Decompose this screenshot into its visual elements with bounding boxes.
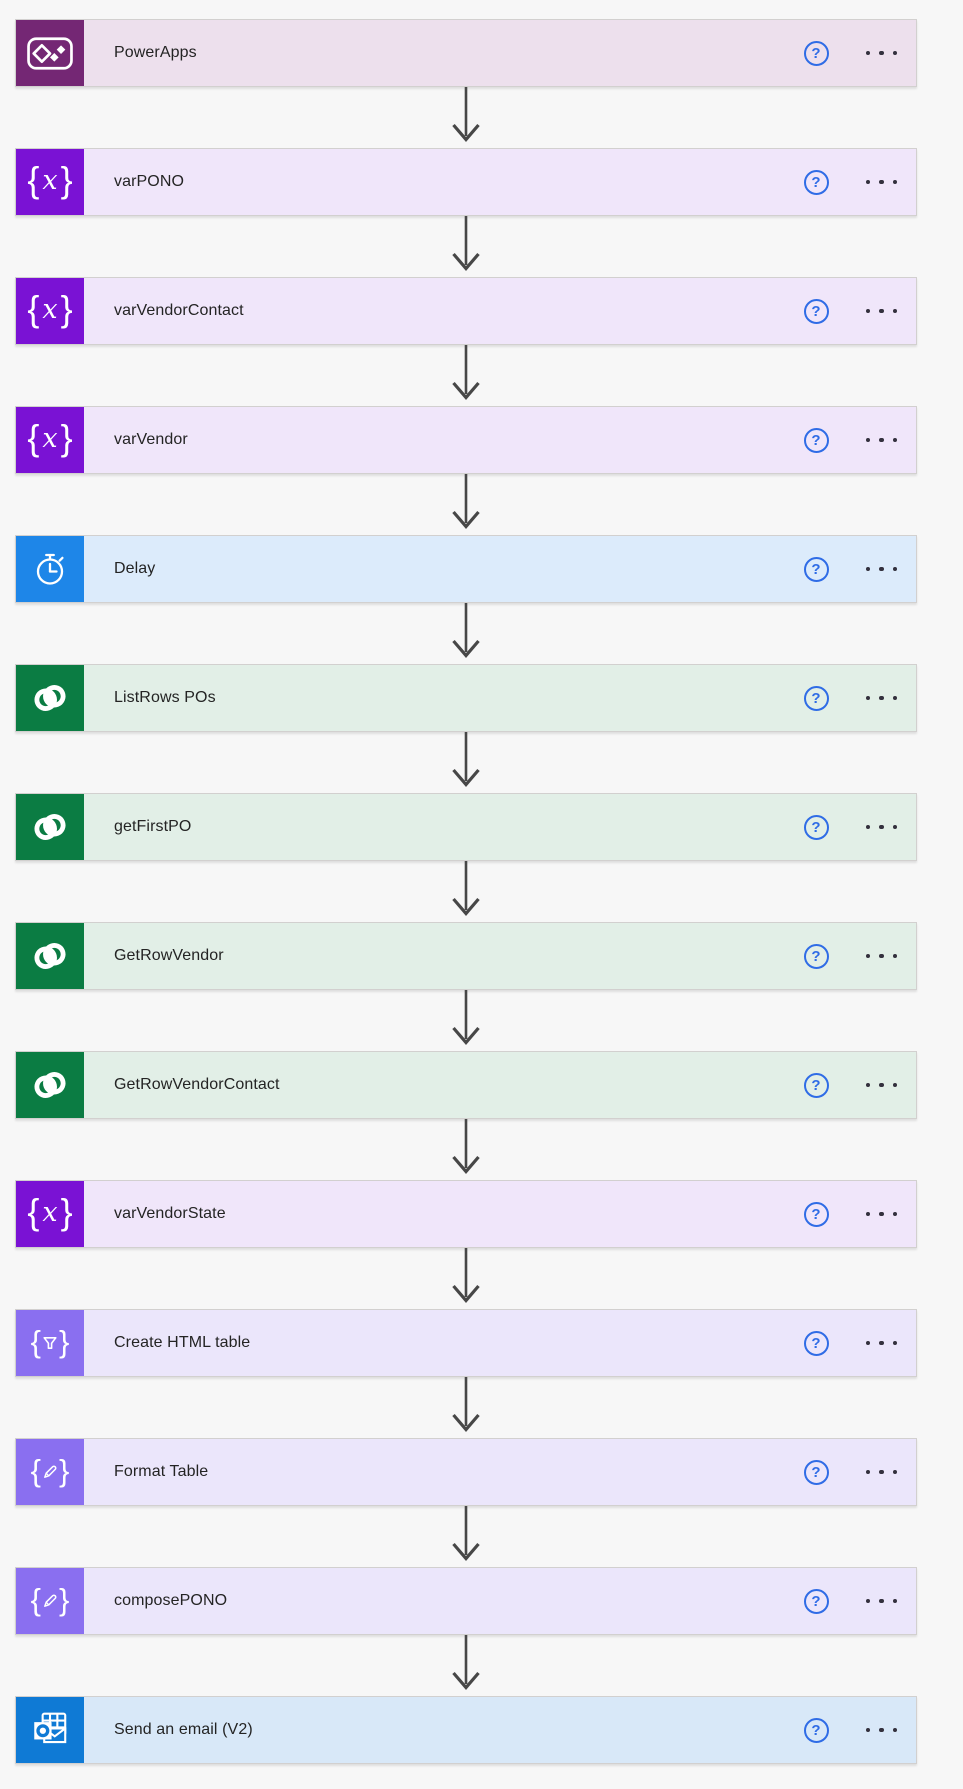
variable-icon: {x} bbox=[16, 149, 84, 215]
step-controls: ? bbox=[803, 923, 897, 989]
step-title: Send an email (V2) bbox=[114, 1721, 253, 1738]
flow-step-card[interactable]: {} Format Table ? bbox=[15, 1438, 917, 1506]
step-title: varVendorContact bbox=[114, 302, 244, 319]
menu-ellipsis-icon[interactable] bbox=[865, 299, 897, 324]
flow-step-card[interactable]: {} composePONO ? bbox=[15, 1567, 917, 1635]
connector-arrow-icon bbox=[15, 990, 917, 1051]
step-title: Delay bbox=[114, 560, 156, 577]
step-title: Create HTML table bbox=[114, 1334, 251, 1351]
variable-icon: {x} bbox=[16, 278, 84, 344]
flow-step-card[interactable]: {} Create HTML table ? bbox=[15, 1309, 917, 1377]
step-title: Format Table bbox=[114, 1463, 209, 1480]
menu-ellipsis-icon[interactable] bbox=[865, 815, 897, 840]
help-icon[interactable]: ? bbox=[803, 40, 829, 66]
menu-ellipsis-icon[interactable] bbox=[865, 1202, 897, 1227]
step-title: composePONO bbox=[114, 1592, 228, 1609]
help-icon[interactable]: ? bbox=[803, 1201, 829, 1227]
flow-step-card[interactable]: Send an email (V2) ? bbox=[15, 1696, 917, 1764]
help-icon[interactable]: ? bbox=[803, 943, 829, 969]
dataverse-icon bbox=[16, 1052, 84, 1118]
menu-ellipsis-icon[interactable] bbox=[865, 1589, 897, 1614]
step-controls: ? bbox=[803, 1181, 897, 1247]
step-title: varVendorState bbox=[114, 1205, 226, 1222]
dataverse-icon bbox=[16, 665, 84, 731]
menu-ellipsis-icon[interactable] bbox=[865, 557, 897, 582]
menu-ellipsis-icon[interactable] bbox=[865, 944, 897, 969]
flow-step-card[interactable]: ListRows POs ? bbox=[15, 664, 917, 732]
flow-step-card[interactable]: GetRowVendor ? bbox=[15, 922, 917, 990]
menu-ellipsis-icon[interactable] bbox=[865, 1718, 897, 1743]
menu-ellipsis-icon[interactable] bbox=[865, 428, 897, 453]
step-title: varVendor bbox=[114, 431, 188, 448]
step-controls: ? bbox=[803, 794, 897, 860]
connector-arrow-icon bbox=[15, 1248, 917, 1309]
help-icon[interactable]: ? bbox=[803, 427, 829, 453]
help-icon[interactable]: ? bbox=[803, 1330, 829, 1356]
step-controls: ? bbox=[803, 407, 897, 473]
dataverse-icon bbox=[16, 794, 84, 860]
help-icon[interactable]: ? bbox=[803, 298, 829, 324]
menu-ellipsis-icon[interactable] bbox=[865, 686, 897, 711]
help-icon[interactable]: ? bbox=[803, 1459, 829, 1485]
menu-ellipsis-icon[interactable] bbox=[865, 170, 897, 195]
step-title: GetRowVendor bbox=[114, 947, 224, 964]
flow-step-card[interactable]: Delay ? bbox=[15, 535, 917, 603]
step-controls: ? bbox=[803, 149, 897, 215]
flow-step-card[interactable]: {x} varVendor ? bbox=[15, 406, 917, 474]
help-icon[interactable]: ? bbox=[803, 1588, 829, 1614]
compose-icon: {} bbox=[16, 1568, 84, 1634]
connector-arrow-icon bbox=[15, 1506, 917, 1567]
flow-step-card[interactable]: {x} varPONO ? bbox=[15, 148, 917, 216]
connector-arrow-icon bbox=[15, 87, 917, 148]
html-table-icon: {} bbox=[16, 1310, 84, 1376]
help-icon[interactable]: ? bbox=[803, 556, 829, 582]
flow-step-card[interactable]: {x} varVendorState ? bbox=[15, 1180, 917, 1248]
variable-icon: {x} bbox=[16, 407, 84, 473]
menu-ellipsis-icon[interactable] bbox=[865, 1073, 897, 1098]
step-controls: ? bbox=[803, 278, 897, 344]
step-controls: ? bbox=[803, 20, 897, 86]
connector-arrow-icon bbox=[15, 603, 917, 664]
help-icon[interactable]: ? bbox=[803, 169, 829, 195]
flow-step-card[interactable]: PowerApps ? bbox=[15, 19, 917, 87]
menu-ellipsis-icon[interactable] bbox=[865, 41, 897, 66]
compose-icon: {} bbox=[16, 1439, 84, 1505]
connector-arrow-icon bbox=[15, 345, 917, 406]
powerapps-icon bbox=[16, 20, 84, 86]
step-controls: ? bbox=[803, 1439, 897, 1505]
help-icon[interactable]: ? bbox=[803, 1072, 829, 1098]
help-icon[interactable]: ? bbox=[803, 685, 829, 711]
help-icon[interactable]: ? bbox=[803, 1717, 829, 1743]
flow-step-card[interactable]: GetRowVendorContact ? bbox=[15, 1051, 917, 1119]
step-title: PowerApps bbox=[114, 44, 197, 61]
connector-arrow-icon bbox=[15, 732, 917, 793]
step-controls: ? bbox=[803, 536, 897, 602]
connector-arrow-icon bbox=[15, 861, 917, 922]
connector-arrow-icon bbox=[15, 216, 917, 277]
step-controls: ? bbox=[803, 665, 897, 731]
menu-ellipsis-icon[interactable] bbox=[865, 1331, 897, 1356]
flow-step-card[interactable]: {x} varVendorContact ? bbox=[15, 277, 917, 345]
step-title: getFirstPO bbox=[114, 818, 192, 835]
dataverse-icon bbox=[16, 923, 84, 989]
variable-icon: {x} bbox=[16, 1181, 84, 1247]
step-controls: ? bbox=[803, 1568, 897, 1634]
step-controls: ? bbox=[803, 1697, 897, 1763]
connector-arrow-icon bbox=[15, 1635, 917, 1696]
step-controls: ? bbox=[803, 1052, 897, 1118]
delay-icon bbox=[16, 536, 84, 602]
connector-arrow-icon bbox=[15, 474, 917, 535]
step-title: ListRows POs bbox=[114, 689, 216, 706]
connector-arrow-icon bbox=[15, 1119, 917, 1180]
step-title: GetRowVendorContact bbox=[114, 1076, 280, 1093]
step-controls: ? bbox=[803, 1310, 897, 1376]
step-title: varPONO bbox=[114, 173, 185, 190]
flow-step-card[interactable]: getFirstPO ? bbox=[15, 793, 917, 861]
connector-arrow-icon bbox=[15, 1377, 917, 1438]
help-icon[interactable]: ? bbox=[803, 814, 829, 840]
menu-ellipsis-icon[interactable] bbox=[865, 1460, 897, 1485]
outlook-icon bbox=[16, 1697, 84, 1763]
